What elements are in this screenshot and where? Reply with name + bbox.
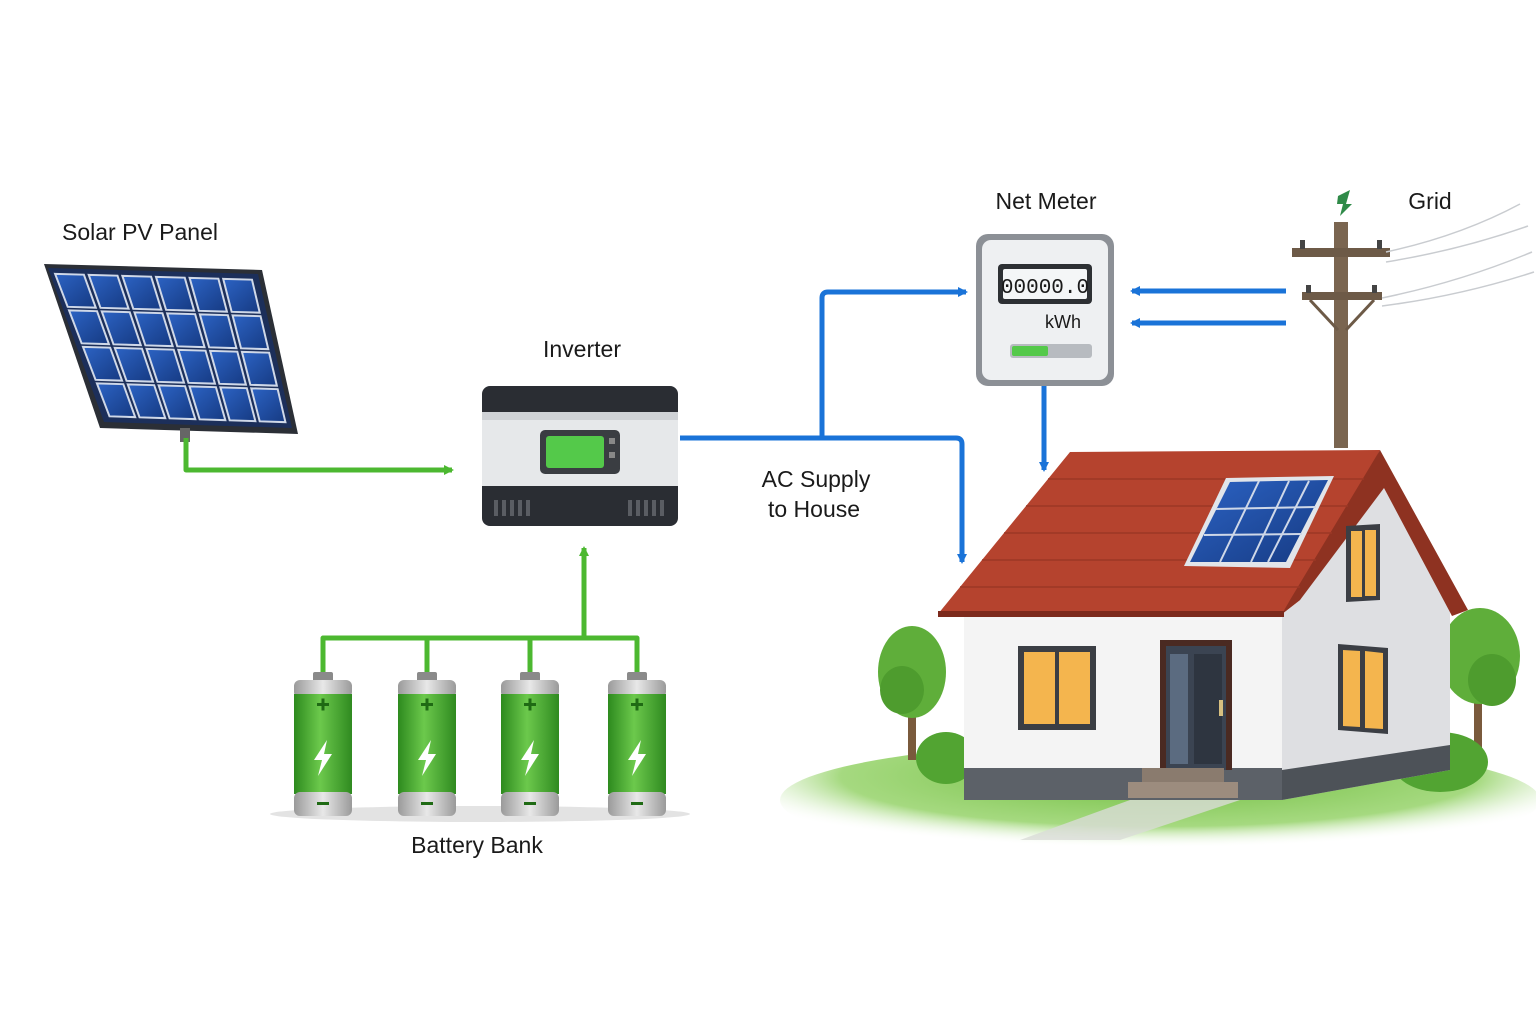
lightning-icon [314, 740, 332, 776]
battery [608, 672, 666, 816]
lightning-icon [418, 740, 436, 776]
solar-cell [188, 276, 229, 313]
label-grid: Grid [1408, 188, 1451, 214]
solar-cell [100, 310, 143, 347]
lightning-icon [521, 740, 539, 776]
solar-cell [198, 313, 238, 350]
solar-cell [249, 387, 287, 424]
solar-cell [113, 346, 155, 383]
window-front [1018, 646, 1096, 730]
solar-cell [81, 345, 124, 382]
house [938, 450, 1468, 800]
battery-shadow [270, 806, 690, 822]
meter-reading: 00000.0 [1001, 277, 1089, 300]
solar-cell [188, 385, 227, 422]
inverter-to-meter-line [819, 287, 968, 438]
lightning-icon [628, 740, 646, 776]
solar-cell [154, 275, 196, 312]
label-net-meter: Net Meter [996, 188, 1097, 214]
window-attic [1346, 524, 1380, 602]
solar-cell [221, 277, 262, 314]
panel-to-inverter-line [183, 438, 454, 475]
label-battery-bank: Battery Bank [411, 832, 543, 858]
solar-cell [165, 312, 206, 349]
solar-cell [219, 386, 257, 423]
tree-left [878, 626, 976, 784]
battery-bank [294, 672, 666, 816]
ac-connections [680, 286, 1286, 564]
label-ac-supply-line2: to House [768, 496, 860, 522]
solar-cell [120, 274, 163, 311]
solar-cell [87, 273, 130, 310]
net-meter: 00000.0 kWh [976, 234, 1114, 386]
front-door [1160, 640, 1232, 770]
solar-panel-cells [53, 272, 287, 424]
front-steps [1128, 768, 1238, 798]
solar-cell [67, 309, 111, 346]
inverter-to-house-line [680, 435, 967, 564]
window-side-lower [1338, 644, 1388, 734]
label-solar-panel: Solar PV Panel [62, 219, 218, 245]
solar-panel [44, 264, 298, 442]
inverter-unit [482, 386, 678, 526]
solar-cell [53, 272, 98, 309]
utility-pole [1292, 190, 1535, 448]
battery [294, 672, 352, 816]
battery [398, 672, 456, 816]
solar-cell [126, 383, 167, 420]
solar-cell [157, 384, 197, 421]
meter-unit: kWh [1045, 312, 1081, 332]
solar-cell [133, 311, 175, 348]
solar-cell [231, 314, 270, 351]
label-ac-supply-line1: AC Supply [762, 466, 871, 492]
battery [501, 672, 559, 816]
dc-connections [183, 438, 640, 672]
roof-solar-panel [1184, 476, 1334, 568]
solar-cell [240, 350, 279, 387]
solar-cell [176, 348, 217, 385]
solar-cell [95, 382, 137, 419]
battery-bus-line [320, 635, 640, 672]
solar-cell [208, 349, 248, 386]
label-inverter: Inverter [543, 336, 621, 362]
solar-cell [145, 347, 186, 384]
